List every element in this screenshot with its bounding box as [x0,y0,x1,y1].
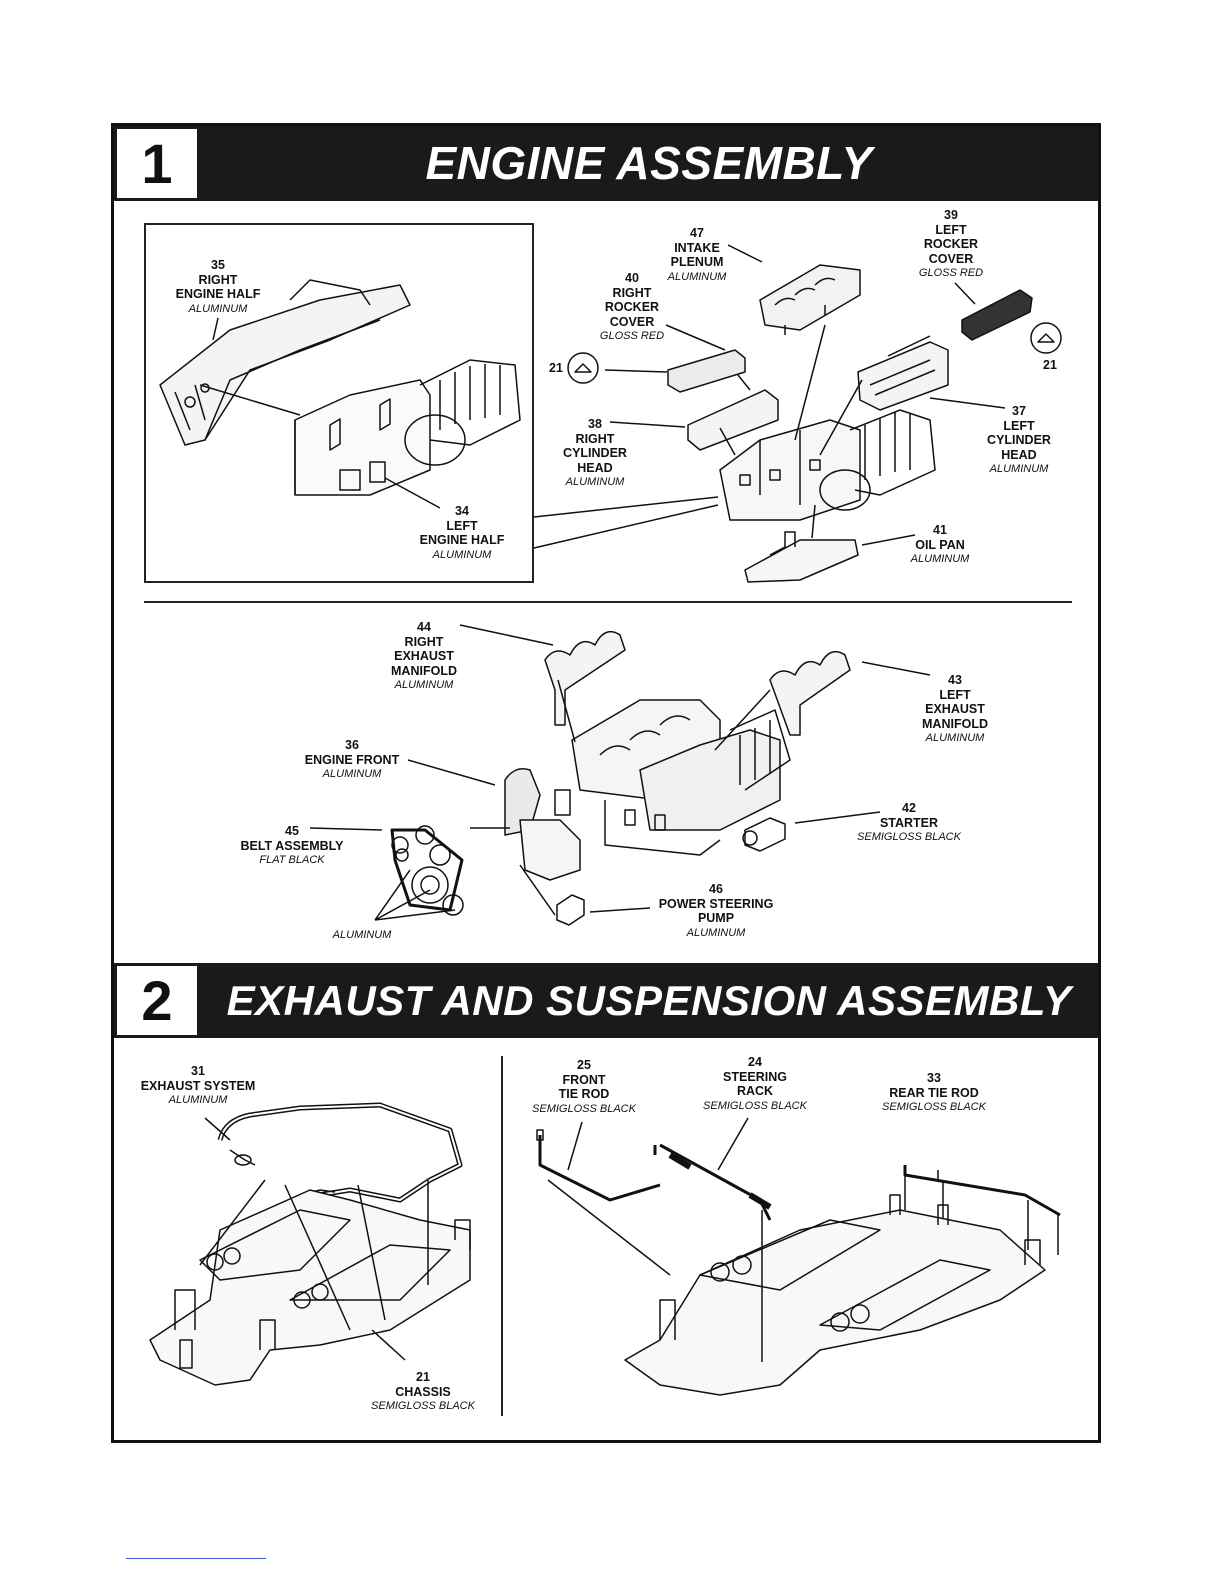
label-engine-front: 36 ENGINE FRONT ALUMINUM [304,738,400,780]
left-engine-half-drawing [294,359,521,496]
right-engine-half-drawing [159,279,411,446]
label-left-rocker-cover: 39 LEFT ROCKER COVER GLOSS RED [918,208,984,279]
label-right-cylinder-head: 38 RIGHT CYLINDER HEAD ALUMINUM [563,417,627,488]
instruction-frame: 1 ENGINE ASSEMBLY 2 EXHAUST AND SUSPENSI… [111,123,1101,1443]
main-engine-drawing [567,244,1062,583]
assembled-engine-drawing [309,624,931,926]
label-left-exhaust-manifold: 43 LEFT EXHAUST MANIFOLD ALUMINUM [922,673,988,744]
footer-rule [126,1558,266,1559]
label-right-engine-half: 35 RIGHT ENGINE HALF ALUMINUM [175,258,261,315]
engine-block-inset [144,223,534,583]
step-2-number: 2 [117,966,197,1035]
label-power-steering-pump: 46 POWER STEERING PUMP ALUMINUM [658,882,774,939]
label-exhaust-system: 31 EXHAUST SYSTEM ALUMINUM [140,1064,256,1106]
step-2-divider [501,1056,503,1416]
label-part-21-left: 21 [549,361,563,375]
label-steering-rack: 24 STEERING RACK SEMIGLOSS BLACK [703,1055,807,1112]
label-right-exhaust-manifold: 44 RIGHT EXHAUST MANIFOLD ALUMINUM [391,620,457,691]
label-belt-assembly: 45 BELT ASSEMBLY FLAT BLACK [240,824,344,866]
suspension-chassis-drawing [536,1117,1061,1396]
label-oil-pan: 41 OIL PAN ALUMINUM [910,523,970,565]
label-rear-tie-rod: 33 REAR TIE ROD SEMIGLOSS BLACK [882,1071,986,1113]
label-left-cylinder-head: 37 LEFT CYLINDER HEAD ALUMINUM [987,404,1051,475]
step-1-title: ENGINE ASSEMBLY [425,137,873,189]
label-chassis: 21 CHASSIS SEMIGLOSS BLACK [371,1370,475,1412]
exhaust-chassis-drawing [149,1102,471,1386]
label-part-21-right: 21 [1043,358,1057,372]
label-left-engine-half: 34 LEFT ENGINE HALF ALUMINUM [419,504,505,561]
step-2-title: EXHAUST AND SUSPENSION ASSEMBLY [226,977,1072,1024]
label-front-tie-rod: 25 FRONT TIE ROD SEMIGLOSS BLACK [532,1058,636,1115]
step-1-number: 1 [117,129,197,198]
step-2-banner: 2 EXHAUST AND SUSPENSION ASSEMBLY [114,963,1098,1038]
step-1-banner: 1 ENGINE ASSEMBLY [114,126,1098,201]
label-right-rocker-cover: 40 RIGHT ROCKER COVER GLOSS RED [599,271,665,342]
label-starter: 42 STARTER SEMIGLOSS BLACK [857,801,961,843]
section-divider [144,601,1072,603]
label-intake-plenum: 47 INTAKE PLENUM ALUMINUM [667,226,727,283]
label-pulleys: ALUMINUM [332,929,392,941]
